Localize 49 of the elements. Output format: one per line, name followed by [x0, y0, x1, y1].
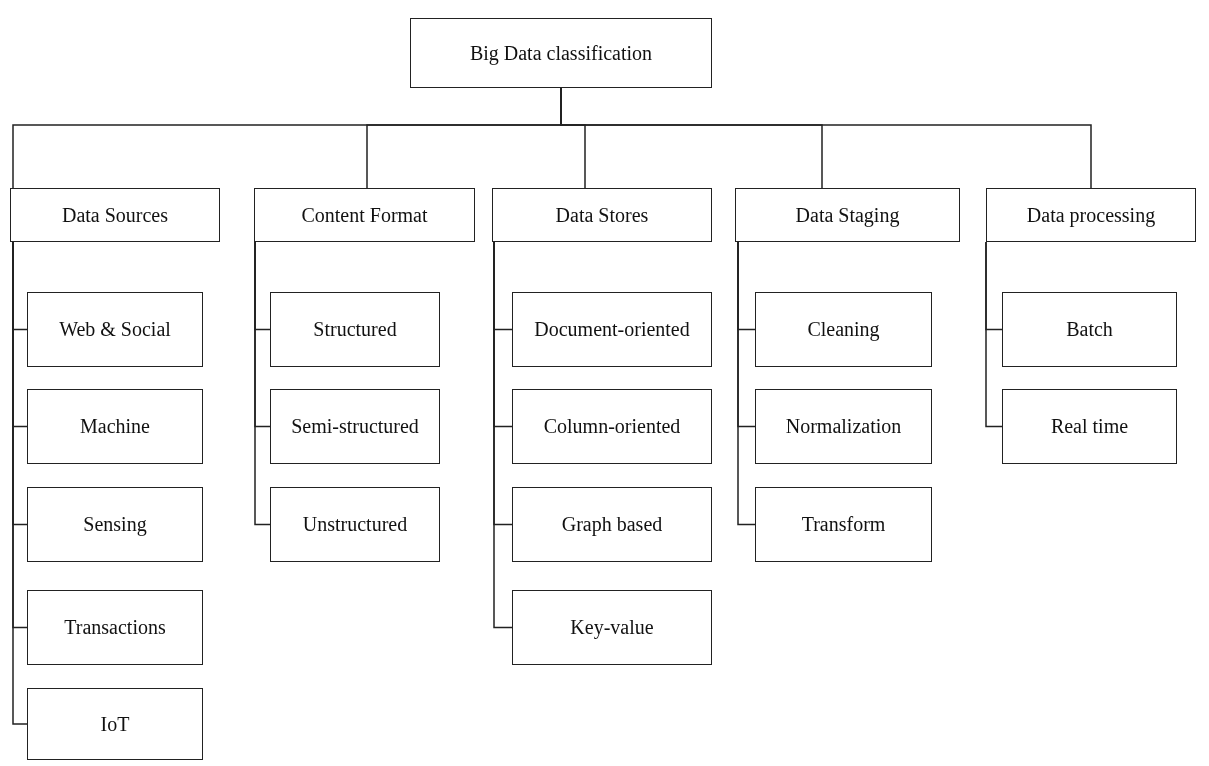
box-label: Content Format — [301, 203, 428, 227]
item-box — [27, 389, 203, 464]
box-label: Document-oriented — [534, 318, 690, 341]
category-box — [492, 188, 712, 242]
box-label: IoT — [100, 712, 130, 736]
box-label: Semi-structured — [291, 415, 419, 438]
item-box — [270, 487, 440, 562]
box-label: Data Stores — [555, 203, 649, 227]
box-label: Real time — [1050, 415, 1129, 438]
item-box — [270, 292, 440, 367]
box-label: Transform — [801, 513, 886, 536]
item-box — [755, 292, 932, 367]
connector-line — [737, 241, 756, 526]
box-label: Web & Social — [59, 318, 171, 341]
box-label: Data processing — [1026, 203, 1156, 227]
item-box — [270, 389, 440, 464]
item-box — [512, 389, 712, 464]
box-label: Graph based — [561, 513, 663, 536]
item-box — [1002, 389, 1177, 464]
item-box — [755, 389, 932, 464]
item-box — [27, 292, 203, 367]
box-label: Data Sources — [61, 203, 169, 227]
category-box — [10, 188, 220, 242]
item-box — [755, 487, 932, 562]
box-label: Unstructured — [302, 513, 408, 536]
category-box — [735, 188, 960, 242]
item-box — [512, 487, 712, 562]
item-box — [512, 590, 712, 665]
item-box — [27, 590, 203, 665]
box-label: Transactions — [64, 616, 166, 639]
box-label: Column-oriented — [543, 415, 681, 438]
box-label: Sensing — [83, 513, 147, 536]
category-box — [254, 188, 475, 242]
item-box — [512, 292, 712, 367]
root-box — [410, 18, 712, 88]
box-label: Normalization — [785, 415, 902, 438]
box-label: Key-value — [570, 616, 654, 639]
box-label: Machine — [80, 415, 150, 438]
box-label: Structured — [313, 318, 397, 341]
item-box — [27, 688, 203, 760]
connector-line — [254, 241, 271, 526]
category-box — [986, 188, 1196, 242]
item-box — [27, 487, 203, 562]
item-box — [1002, 292, 1177, 367]
connector-line — [985, 241, 1003, 428]
box-label: Big Data classification — [469, 41, 653, 65]
box-label: Cleaning — [807, 318, 880, 341]
box-label: Data Staging — [795, 203, 900, 227]
box-label: Batch — [1066, 318, 1113, 341]
